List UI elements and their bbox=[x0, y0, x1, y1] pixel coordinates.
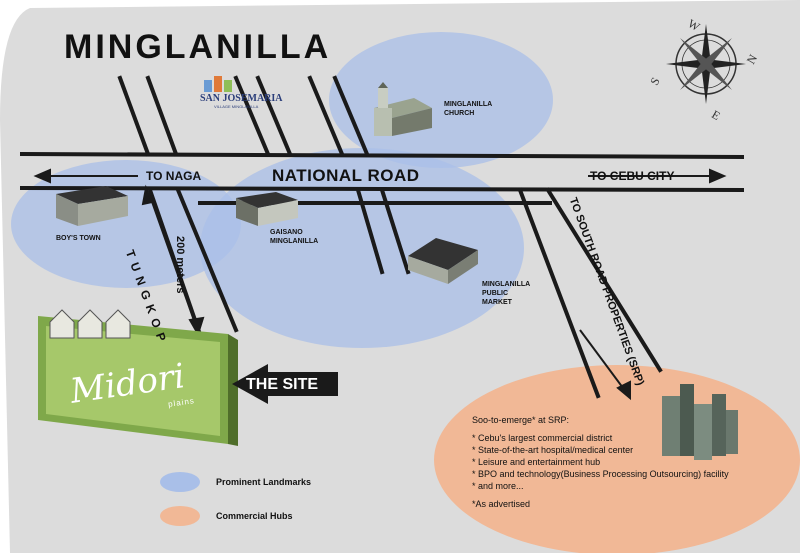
srp-heading: Soo-to-emerge* at SRP: bbox=[472, 415, 570, 425]
road-tungkop-2 bbox=[175, 187, 239, 333]
distance-arrowhead-top bbox=[141, 184, 154, 206]
srp-item: BPO and technology(Business Processing O… bbox=[472, 468, 729, 480]
landmark-market-label: MINGLANILLA PUBLIC MARKET bbox=[482, 281, 530, 306]
naga-arrowhead bbox=[33, 168, 51, 184]
srp-list: Cebu's largest commercial district State… bbox=[472, 432, 729, 492]
midori-sign bbox=[38, 316, 238, 446]
road-c2 bbox=[332, 75, 370, 157]
landmark-boys-town-label: BOY'S TOWN bbox=[56, 235, 101, 242]
to-naga-label: TO NAGA bbox=[146, 169, 202, 183]
road-a1 bbox=[117, 75, 151, 157]
srp-info: Soo-to-emerge* at SRP: Cebu's largest co… bbox=[472, 414, 729, 510]
landmark-gaisano-label: GAISANO MINGLANILLA bbox=[270, 229, 319, 245]
church-building bbox=[374, 82, 432, 136]
road-d2 bbox=[379, 187, 411, 275]
compass-rose bbox=[666, 24, 746, 104]
the-site-arrow bbox=[232, 364, 338, 404]
brand-tagline: VILLAGE MINGLANILLA bbox=[214, 104, 259, 109]
market-building bbox=[408, 238, 478, 284]
to-cebu-label: TO CEBU CITY bbox=[590, 169, 675, 183]
srp-arrowhead bbox=[616, 380, 631, 401]
national-road-label: NATIONAL ROAD bbox=[272, 166, 420, 185]
road-srp-1 bbox=[517, 187, 601, 399]
roads bbox=[19, 75, 745, 399]
brand-logo-icon bbox=[204, 76, 232, 92]
road-north-upper bbox=[19, 151, 745, 160]
road-c1 bbox=[307, 75, 345, 157]
boys-town-building bbox=[56, 186, 128, 226]
legend-landmark-swatch bbox=[160, 472, 200, 492]
road-d1 bbox=[355, 187, 385, 275]
road-a2 bbox=[145, 75, 179, 157]
site-distance-arrowhead bbox=[188, 316, 205, 337]
legend-hubs-label: Commercial Hubs bbox=[216, 511, 293, 521]
sign-houses bbox=[49, 309, 131, 339]
road-b1 bbox=[233, 75, 271, 157]
gaisano-building bbox=[236, 192, 298, 226]
the-site-label: THE SITE bbox=[246, 376, 319, 393]
distance-label: 200 meters bbox=[174, 236, 186, 294]
landmark-church-label: MINGLANILLA CHURCH bbox=[444, 101, 492, 117]
srp-note: *As advertised bbox=[472, 499, 531, 509]
legend-landmarks-label: Prominent Landmarks bbox=[216, 477, 312, 487]
legend-hub-swatch bbox=[160, 506, 200, 526]
brand-name: SAN JOSEMARIA bbox=[200, 93, 283, 104]
srp-item: Leisure and entertainment hub bbox=[472, 456, 729, 468]
map-title: MINGLANILLA bbox=[64, 28, 332, 66]
cebu-arrowhead bbox=[709, 168, 727, 184]
arrows bbox=[33, 168, 727, 401]
road-b2 bbox=[255, 75, 293, 157]
srp-item: Cebu's largest commercial district bbox=[472, 432, 729, 444]
road-srp-2 bbox=[545, 187, 663, 373]
srp-item: State-of-the-art hospital/medical center bbox=[472, 444, 729, 456]
srp-item: and more... bbox=[472, 480, 729, 492]
